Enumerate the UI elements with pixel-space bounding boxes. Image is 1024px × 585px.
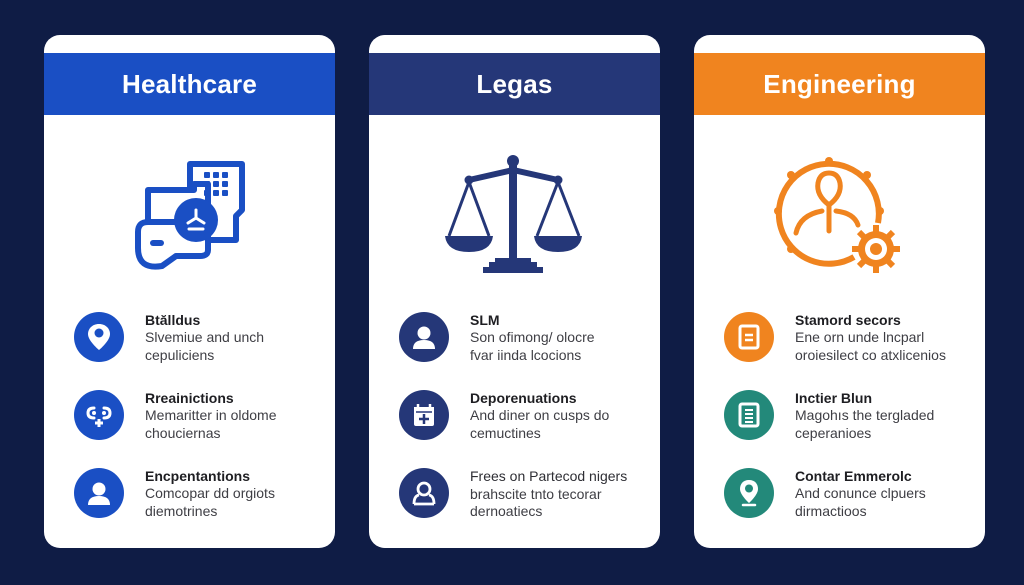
feature-list: Stamord secors Ene orn unde lncparl oroi… bbox=[694, 307, 985, 541]
item-desc-line: cemuctines bbox=[470, 424, 541, 441]
card-engineering: Engineering bbox=[694, 35, 985, 548]
person-icon bbox=[74, 468, 124, 518]
user-outline-icon bbox=[399, 468, 449, 518]
item-title: Inctier Blun bbox=[795, 390, 873, 406]
list-item: SLM Son ofimong/ olocre fvar iinda lcoci… bbox=[369, 307, 660, 385]
item-desc-line: Frees on Partecod nigers bbox=[470, 468, 628, 484]
item-title: Rreainictions bbox=[145, 390, 234, 406]
scales-of-justice-icon bbox=[369, 147, 660, 282]
item-title: SLM bbox=[470, 312, 500, 328]
item-title: Contar Emmerolc bbox=[795, 468, 912, 484]
card-healthcare: Healthcare bbox=[44, 35, 335, 548]
location-pin-icon bbox=[724, 468, 774, 518]
list-document-icon bbox=[724, 390, 774, 440]
item-title: Stamord secors bbox=[795, 312, 901, 328]
medical-records-icon bbox=[44, 147, 335, 282]
item-title: Deporenuations bbox=[470, 390, 577, 406]
list-item: Inctier Blun Magohıs the tergladed ceper… bbox=[694, 385, 985, 463]
card-title: Engineering bbox=[763, 68, 916, 99]
card-header-healthcare: Healthcare bbox=[44, 53, 335, 115]
item-desc-line: Ene orn unde lncparl bbox=[795, 329, 925, 345]
item-desc-line: Magohıs the tergladed bbox=[795, 407, 935, 423]
item-desc-line: Slvemiue and unch bbox=[145, 329, 265, 345]
location-pin-icon bbox=[74, 312, 124, 362]
document-icon bbox=[724, 312, 774, 362]
gear-person-icon bbox=[694, 147, 985, 282]
item-desc-line: Comcopar dd orgiots bbox=[145, 485, 275, 501]
card-title: Healthcare bbox=[122, 68, 257, 99]
card-title: Legas bbox=[476, 68, 553, 99]
list-item: Contar Emmerolc And conunce clpuers dirm… bbox=[694, 463, 985, 541]
list-item: Stamord secors Ene orn unde lncparl oroi… bbox=[694, 307, 985, 385]
item-title: Btălldus bbox=[145, 312, 201, 328]
item-desc-line: And diner on cusps do bbox=[470, 407, 610, 423]
person-icon bbox=[399, 312, 449, 362]
item-desc-line: dernoatiecs bbox=[470, 503, 543, 519]
item-title: Encpentantions bbox=[145, 468, 251, 484]
calendar-plus-icon bbox=[399, 390, 449, 440]
list-item: Deporenuations And diner on cusps do cem… bbox=[369, 385, 660, 463]
item-desc-line: Son ofimong/ olocre bbox=[470, 329, 595, 345]
card-header-engineering: Engineering bbox=[694, 53, 985, 115]
item-desc-line: Memaritter in oldome bbox=[145, 407, 277, 423]
item-desc-line: chouciernas bbox=[145, 424, 221, 441]
list-item: Encpentantions Comcopar dd orgiots diemo… bbox=[44, 463, 335, 541]
stethoscope-icon bbox=[74, 390, 124, 440]
list-item: Rreainictions Memaritter in oldome chouc… bbox=[44, 385, 335, 463]
list-item: Frees on Partecod nigers brahscite tnto … bbox=[369, 463, 660, 541]
item-desc-line: fvar iinda lcocions bbox=[470, 346, 582, 363]
item-desc-line: ceperanioes bbox=[795, 424, 872, 441]
item-desc-line: And conunce clpuers bbox=[795, 485, 926, 501]
item-desc-line: oroiesilect co atxlicenios bbox=[795, 346, 946, 363]
item-desc-line: diemotrines bbox=[145, 502, 218, 519]
item-desc-line: brahscite tnto tecorar bbox=[470, 485, 602, 502]
list-item: Btălldus Slvemiue and unch cepuliciens bbox=[44, 307, 335, 385]
item-desc-line: cepuliciens bbox=[145, 346, 215, 363]
card-legal: Legas bbox=[369, 35, 660, 548]
card-header-legal: Legas bbox=[369, 53, 660, 115]
feature-list: SLM Son ofimong/ olocre fvar iinda lcoci… bbox=[369, 307, 660, 541]
item-desc-line: dirmactioos bbox=[795, 502, 867, 519]
feature-list: Btălldus Slvemiue and unch cepuliciens R… bbox=[44, 307, 335, 541]
